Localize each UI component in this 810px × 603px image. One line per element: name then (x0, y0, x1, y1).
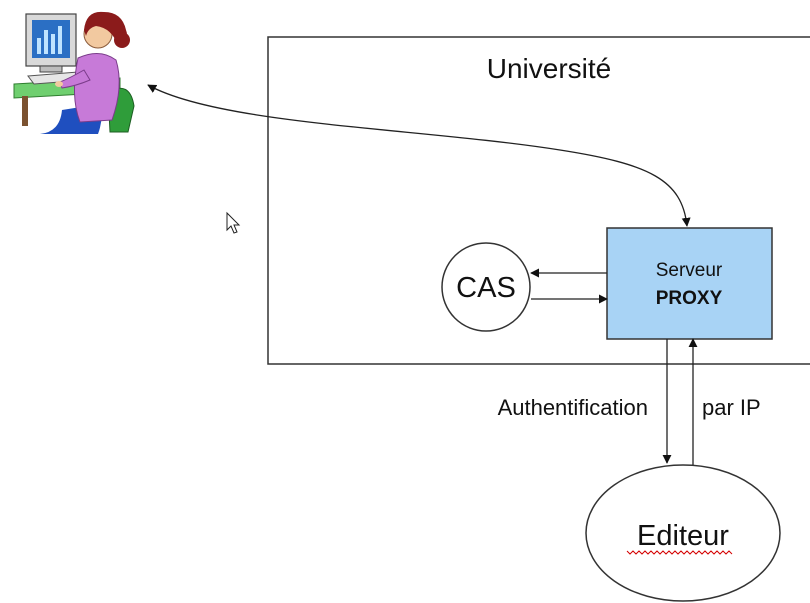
user-at-computer-icon (13, 11, 135, 134)
mouse-cursor-icon (226, 211, 241, 234)
authentification-label: Authentification (498, 395, 648, 420)
user-proxy-arrow (147, 84, 691, 227)
par-ip-label: par IP (702, 395, 761, 420)
cas-label: CAS (456, 272, 516, 304)
proxy-label-line1: Serveur (656, 260, 723, 281)
universite-title: Université (487, 53, 611, 84)
editeur-node (585, 464, 781, 602)
cas-node (441, 242, 531, 332)
editeur-label: Editeur (637, 520, 729, 552)
proxy-server-box (606, 227, 773, 340)
proxy-label-line2: PROXY (656, 288, 723, 309)
spellcheck-underline (626, 550, 733, 555)
